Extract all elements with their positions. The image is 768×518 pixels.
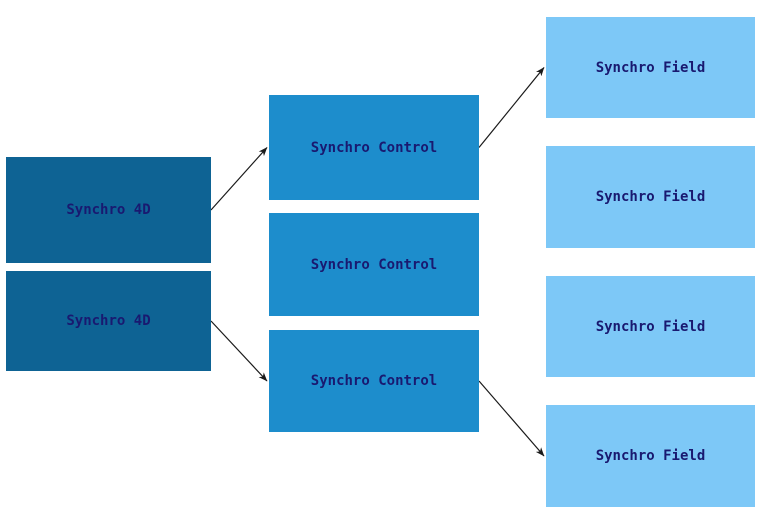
arrow-synchro-control-3-to-synchro-field-4: [478, 380, 545, 457]
arrow-synchro-4d-1-to-synchro-control-1: [210, 147, 268, 211]
node-synchro-field-2: Synchro Field: [546, 146, 755, 248]
node-label: Synchro Field: [595, 318, 706, 335]
node-label: Synchro Control: [310, 373, 438, 389]
node-label: Synchro 4D: [66, 202, 151, 218]
node-label: Synchro Control: [310, 256, 438, 273]
node-label: Synchro 4D: [66, 313, 151, 329]
node-label: Synchro Field: [595, 59, 706, 76]
arrow-synchro-4d-2-to-synchro-control-3: [210, 320, 268, 382]
node-label: Synchro Control: [310, 139, 438, 156]
node-label: Synchro Field: [595, 189, 706, 205]
arrow-synchro-control-1-to-synchro-field-1: [478, 67, 545, 148]
node-synchro-field-1: Synchro Field: [546, 17, 755, 118]
node-synchro-field-3: Synchro Field: [546, 276, 755, 377]
node-synchro-control-2: Synchro Control: [269, 213, 479, 316]
node-synchro-control-3: Synchro Control: [269, 330, 479, 432]
node-label: Synchro Field: [595, 448, 706, 464]
node-synchro-control-1: Synchro Control: [269, 95, 479, 200]
node-synchro-4d-2: Synchro 4D: [6, 271, 211, 371]
node-synchro-field-4: Synchro Field: [546, 405, 755, 507]
node-synchro-4d-1: Synchro 4D: [6, 157, 211, 263]
